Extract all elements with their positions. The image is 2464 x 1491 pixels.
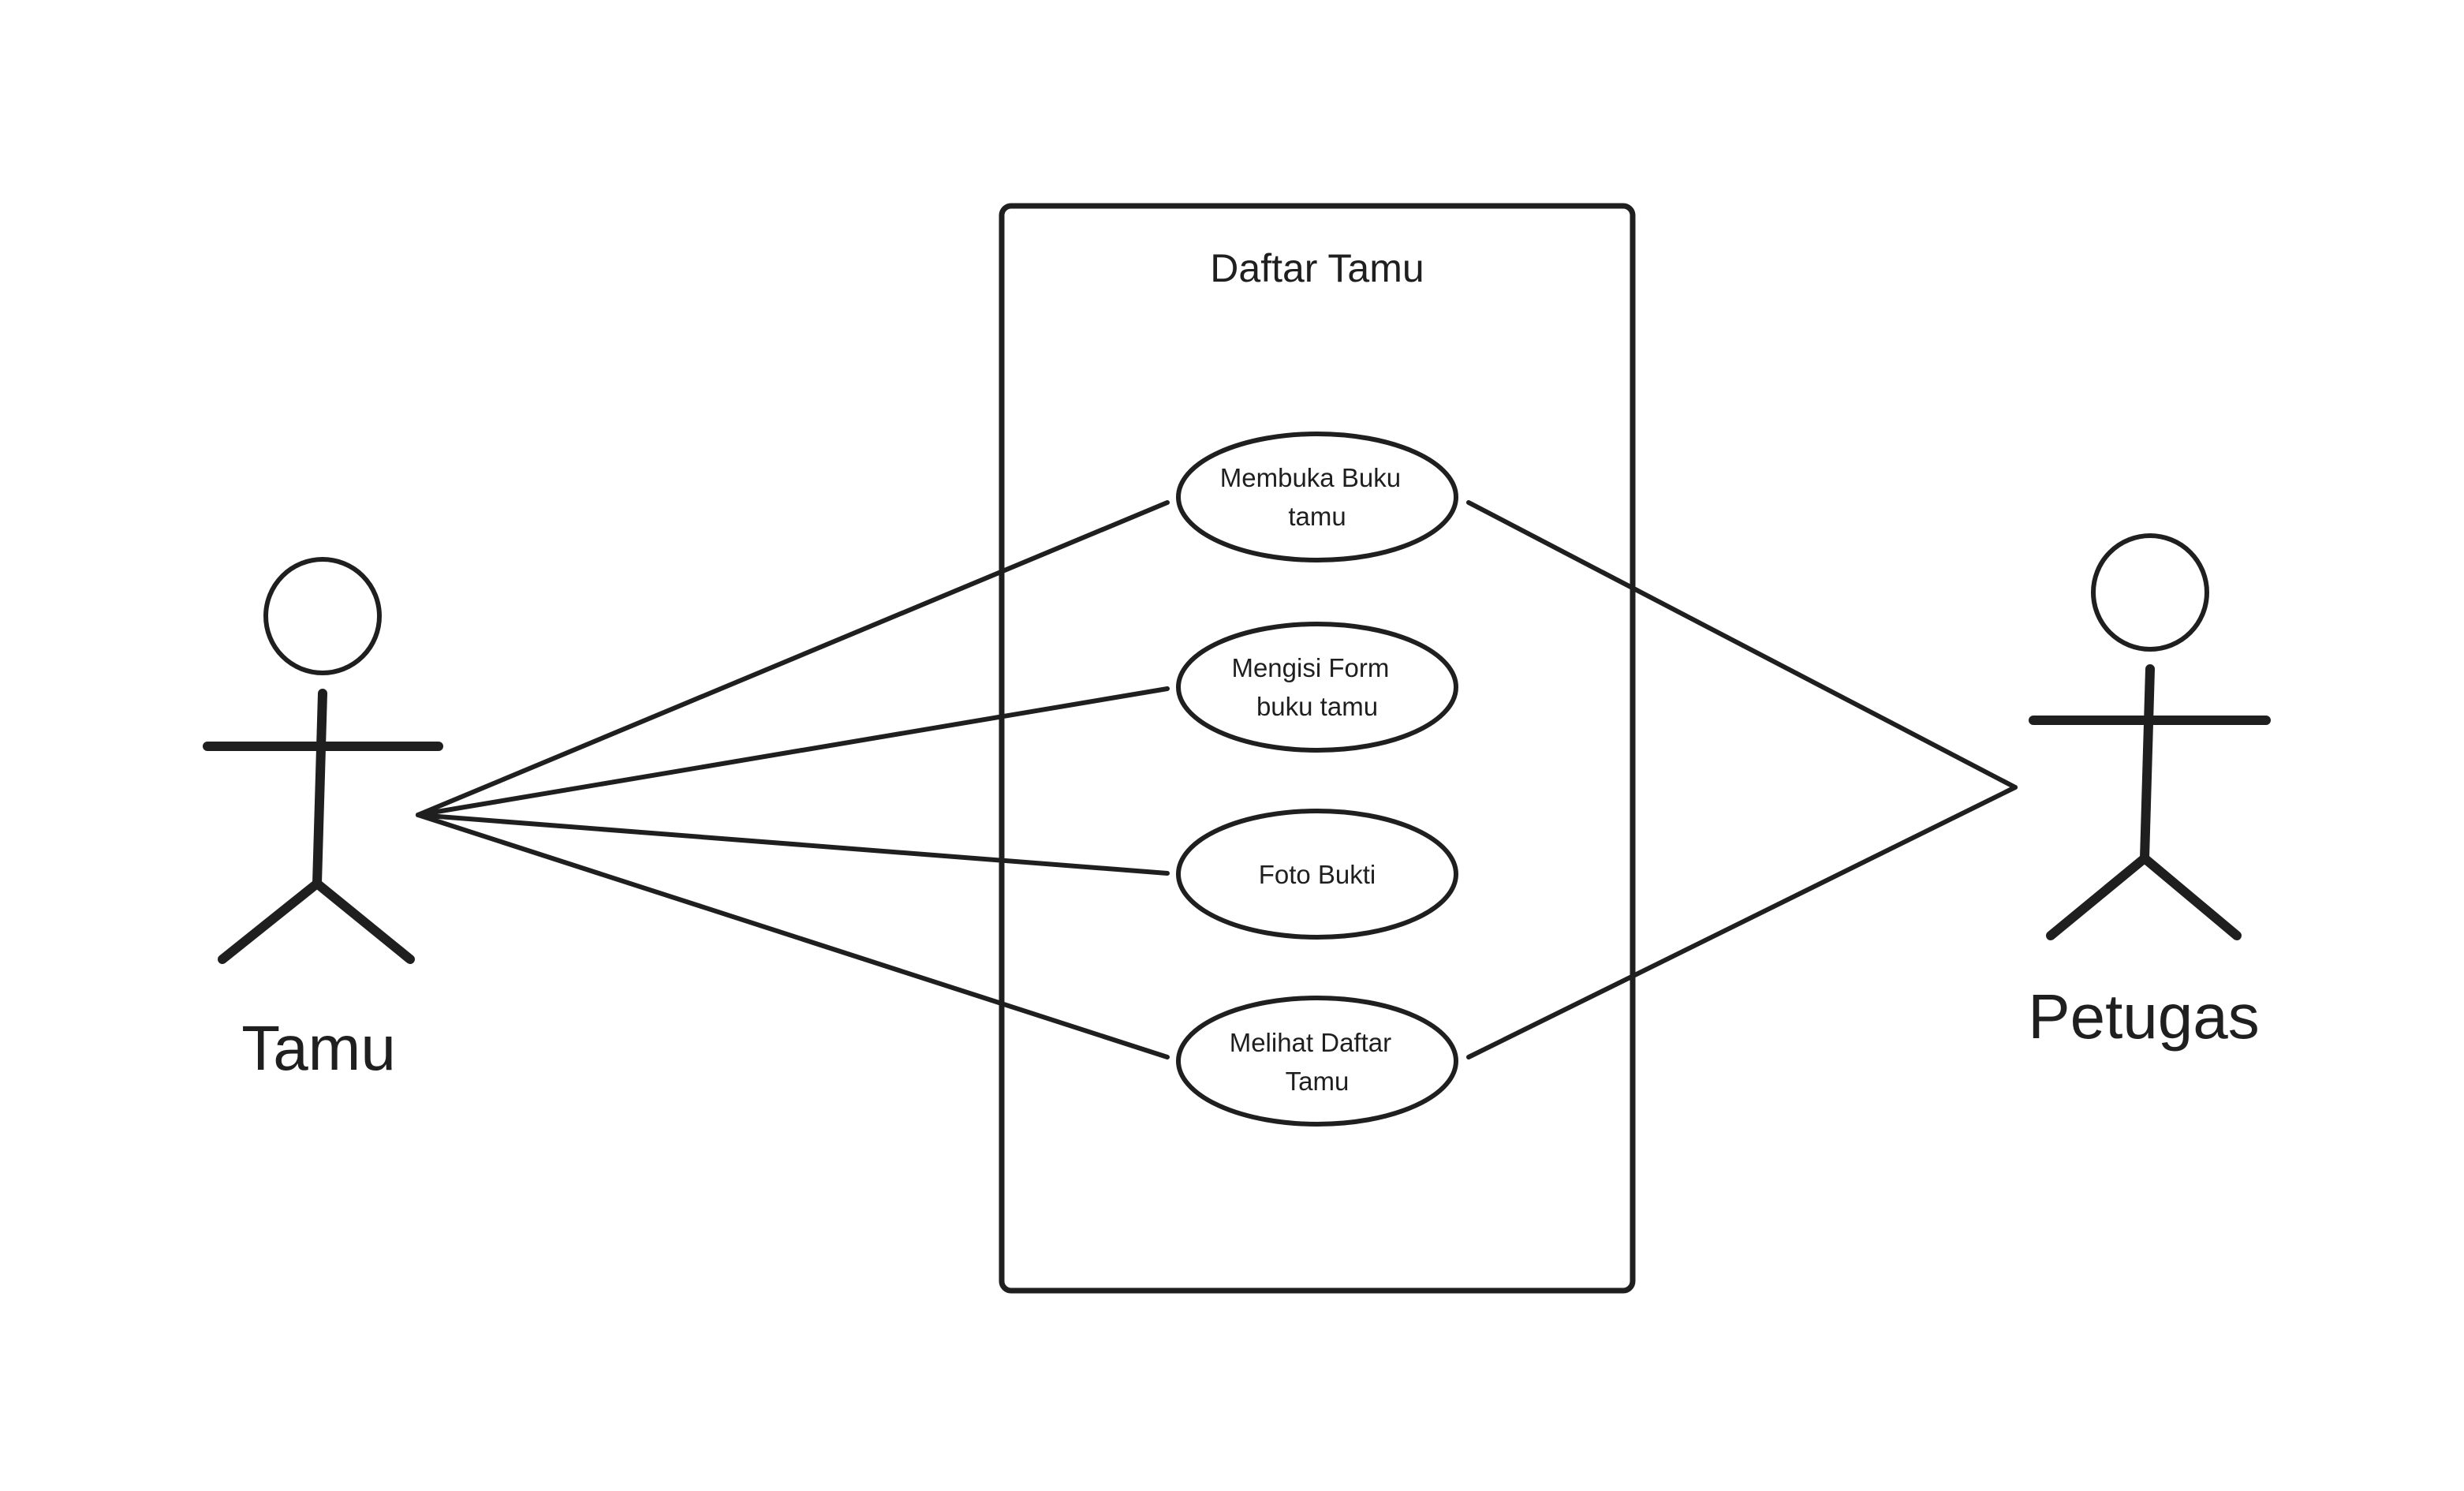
- association-petugas-melihat-daftar-tamu: [1466, 785, 2018, 1059]
- actor-left-leg: [2046, 854, 2149, 940]
- use-case-label-line: Melihat Daftar: [1230, 1028, 1391, 1057]
- use-case-label-line: Mengisi Form: [1231, 653, 1389, 682]
- actor-head: [2091, 533, 2209, 652]
- use-case-mengisi-form-buku-tamu[interactable]: Mengisi Form buku tamu: [1176, 622, 1458, 753]
- use-case-ellipse[interactable]: [1176, 432, 1458, 562]
- actor-label: Petugas: [2028, 981, 2260, 1052]
- actor-body: [312, 689, 327, 888]
- use-case-label-line: buku tamu: [1256, 692, 1378, 721]
- use-case-label: Melihat Daftar Tamu: [1230, 1028, 1399, 1096]
- system-boundary: Daftar Tamu: [999, 203, 1636, 1294]
- use-case-membuka-buku-tamu[interactable]: Membuka Buku tamu: [1176, 432, 1458, 562]
- use-case-ellipse[interactable]: [1176, 622, 1458, 753]
- use-case-label: Membuka Buku tamu: [1220, 463, 1408, 531]
- use-case-foto-bukti[interactable]: Foto Bukti: [1176, 809, 1458, 940]
- stick-figure-icon: [203, 557, 443, 964]
- use-case-label-line: Tamu: [1286, 1067, 1350, 1096]
- use-case-label-line: tamu: [1288, 502, 1346, 531]
- actor-body: [2140, 664, 2155, 863]
- association-lines: [416, 500, 2018, 1059]
- use-case-label: Mengisi Form buku tamu: [1231, 653, 1396, 721]
- system-boundary-title: Daftar Tamu: [1210, 246, 1424, 290]
- stick-figure-icon: [2029, 533, 2271, 940]
- use-case-label-line: Membuka Buku: [1220, 463, 1401, 492]
- use-case-label: Foto Bukti: [1259, 860, 1376, 889]
- association-tamu-foto-bukti: [416, 813, 1170, 876]
- association-tamu-mengisi-form: [416, 686, 1170, 817]
- actor-head: [263, 557, 382, 675]
- use-case-ellipse[interactable]: [1176, 996, 1458, 1127]
- actor-tamu[interactable]: Tamu: [203, 557, 443, 1083]
- use-case-ellipse[interactable]: [1176, 809, 1458, 940]
- actor-right-leg: [2140, 854, 2242, 940]
- actor-left-leg: [218, 879, 322, 964]
- actor-right-leg: [312, 879, 415, 964]
- actor-petugas[interactable]: Petugas: [2028, 533, 2271, 1052]
- association-tamu-melihat-daftar-tamu: [416, 813, 1170, 1059]
- system-boundary-box[interactable]: [999, 203, 1636, 1294]
- use-case-melihat-daftar-tamu[interactable]: Melihat Daftar Tamu: [1176, 996, 1458, 1127]
- actor-label: Tamu: [241, 1013, 396, 1083]
- association-petugas-membuka-buku-tamu: [1466, 500, 2018, 790]
- association-tamu-membuka-buku-tamu: [416, 500, 1170, 817]
